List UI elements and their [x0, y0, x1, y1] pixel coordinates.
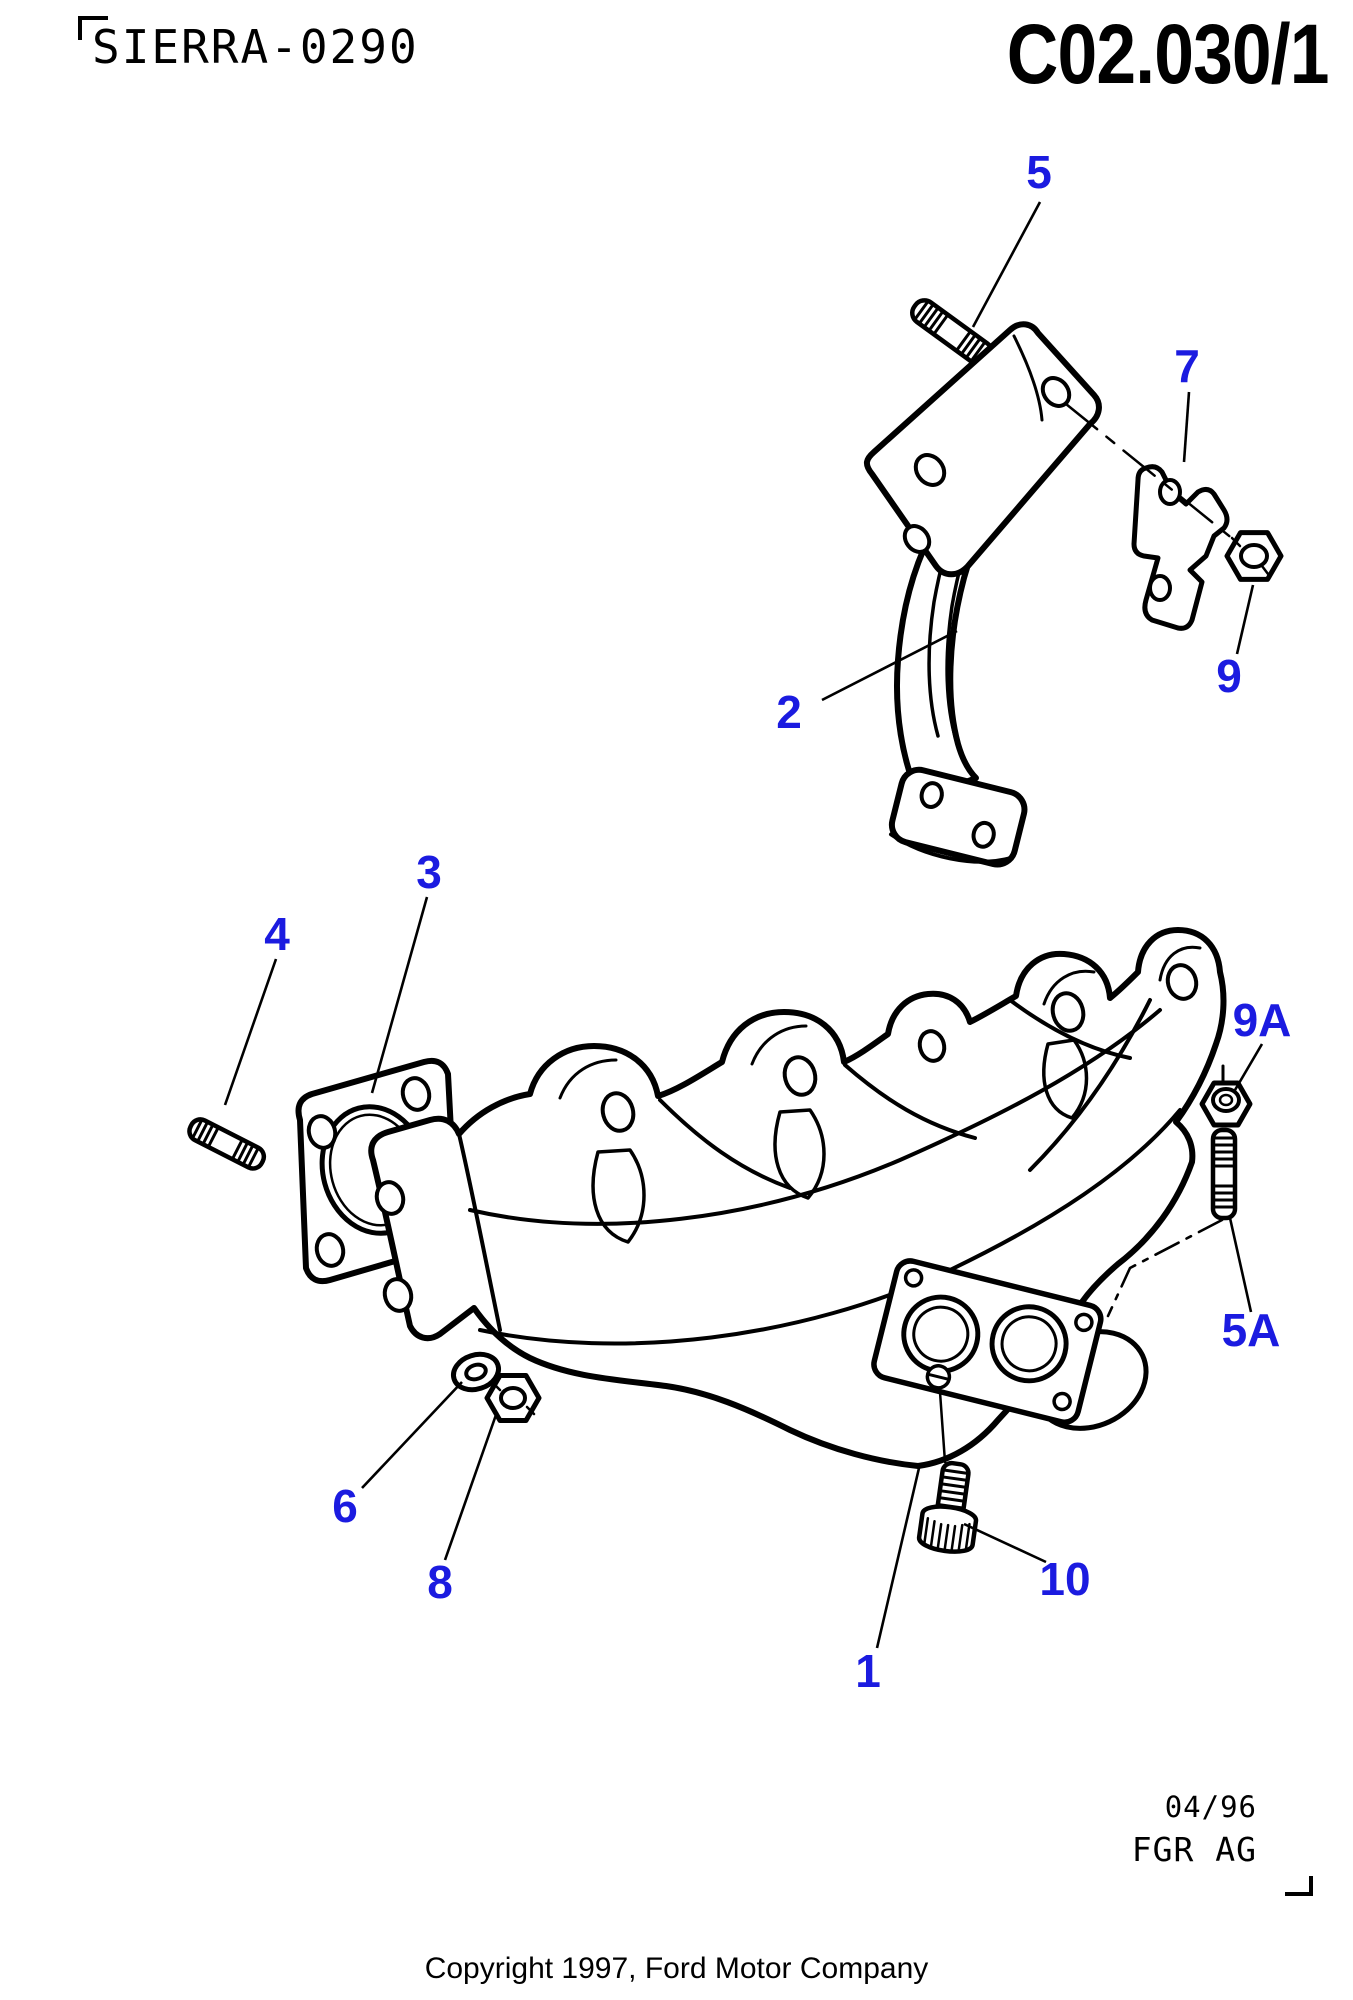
page-title: C02.030/1	[1007, 7, 1330, 101]
callout-9: 9	[1216, 650, 1242, 702]
footer-codes: 04/96 FGR AG	[957, 1790, 1257, 1869]
leader-line-4	[223, 958, 278, 1106]
outlet-flange-drawing	[871, 1258, 1104, 1426]
washer-6-drawing	[451, 1351, 501, 1393]
callout-3: 3	[416, 846, 442, 898]
downpipe-assembly-drawing	[864, 298, 1284, 868]
callout-1: 1	[855, 1645, 881, 1697]
leader-line-10	[963, 1522, 1047, 1564]
stud-5-drawing	[910, 298, 995, 368]
leader-line-1	[875, 1467, 921, 1649]
callout-6: 6	[332, 1480, 358, 1532]
copyright-notice: Copyright 1997, Ford Motor Company	[424, 1952, 929, 1985]
callout-5A: 5A	[1222, 1304, 1281, 1356]
revision-date: 04/96	[1164, 1790, 1257, 1824]
callout-10: 10	[1039, 1553, 1090, 1605]
crop-mark-top-left-icon	[78, 16, 108, 40]
callout-5: 5	[1026, 146, 1052, 198]
leader-line-2	[821, 629, 958, 702]
leader-line-6	[361, 1381, 463, 1489]
stud-5a-drawing	[1210, 1127, 1238, 1221]
stud-4-drawing	[187, 1117, 267, 1171]
callout-layer: 5 7 9 2 3 4 6 8 9A 5A 1 10	[223, 146, 1292, 1697]
leader-line-7	[1182, 391, 1191, 463]
leader-line-5A	[1228, 1217, 1253, 1313]
bolt-10-drawing	[916, 1460, 979, 1554]
manifold-assembly-drawing	[187, 927, 1253, 1554]
downpipe-bottom-flange-drawing	[888, 766, 1028, 868]
callout-2: 2	[776, 686, 802, 738]
crop-mark-bottom-right-icon	[1285, 1876, 1313, 1896]
leader-line-9	[1235, 584, 1255, 655]
nut-9-drawing	[1224, 530, 1284, 582]
callout-8: 8	[427, 1556, 453, 1608]
callout-7: 7	[1174, 340, 1200, 392]
leader-line-3	[370, 896, 429, 1094]
sign-code: FGR AG	[1131, 1830, 1257, 1869]
nut-8-drawing	[484, 1373, 542, 1423]
callout-4: 4	[264, 908, 290, 960]
leader-line-9A	[1233, 1043, 1264, 1091]
callout-9A: 9A	[1233, 994, 1292, 1046]
drawing-code: SIERRA-0290	[92, 20, 419, 74]
leader-line-5	[971, 201, 1042, 328]
leader-line-8	[443, 1411, 499, 1561]
